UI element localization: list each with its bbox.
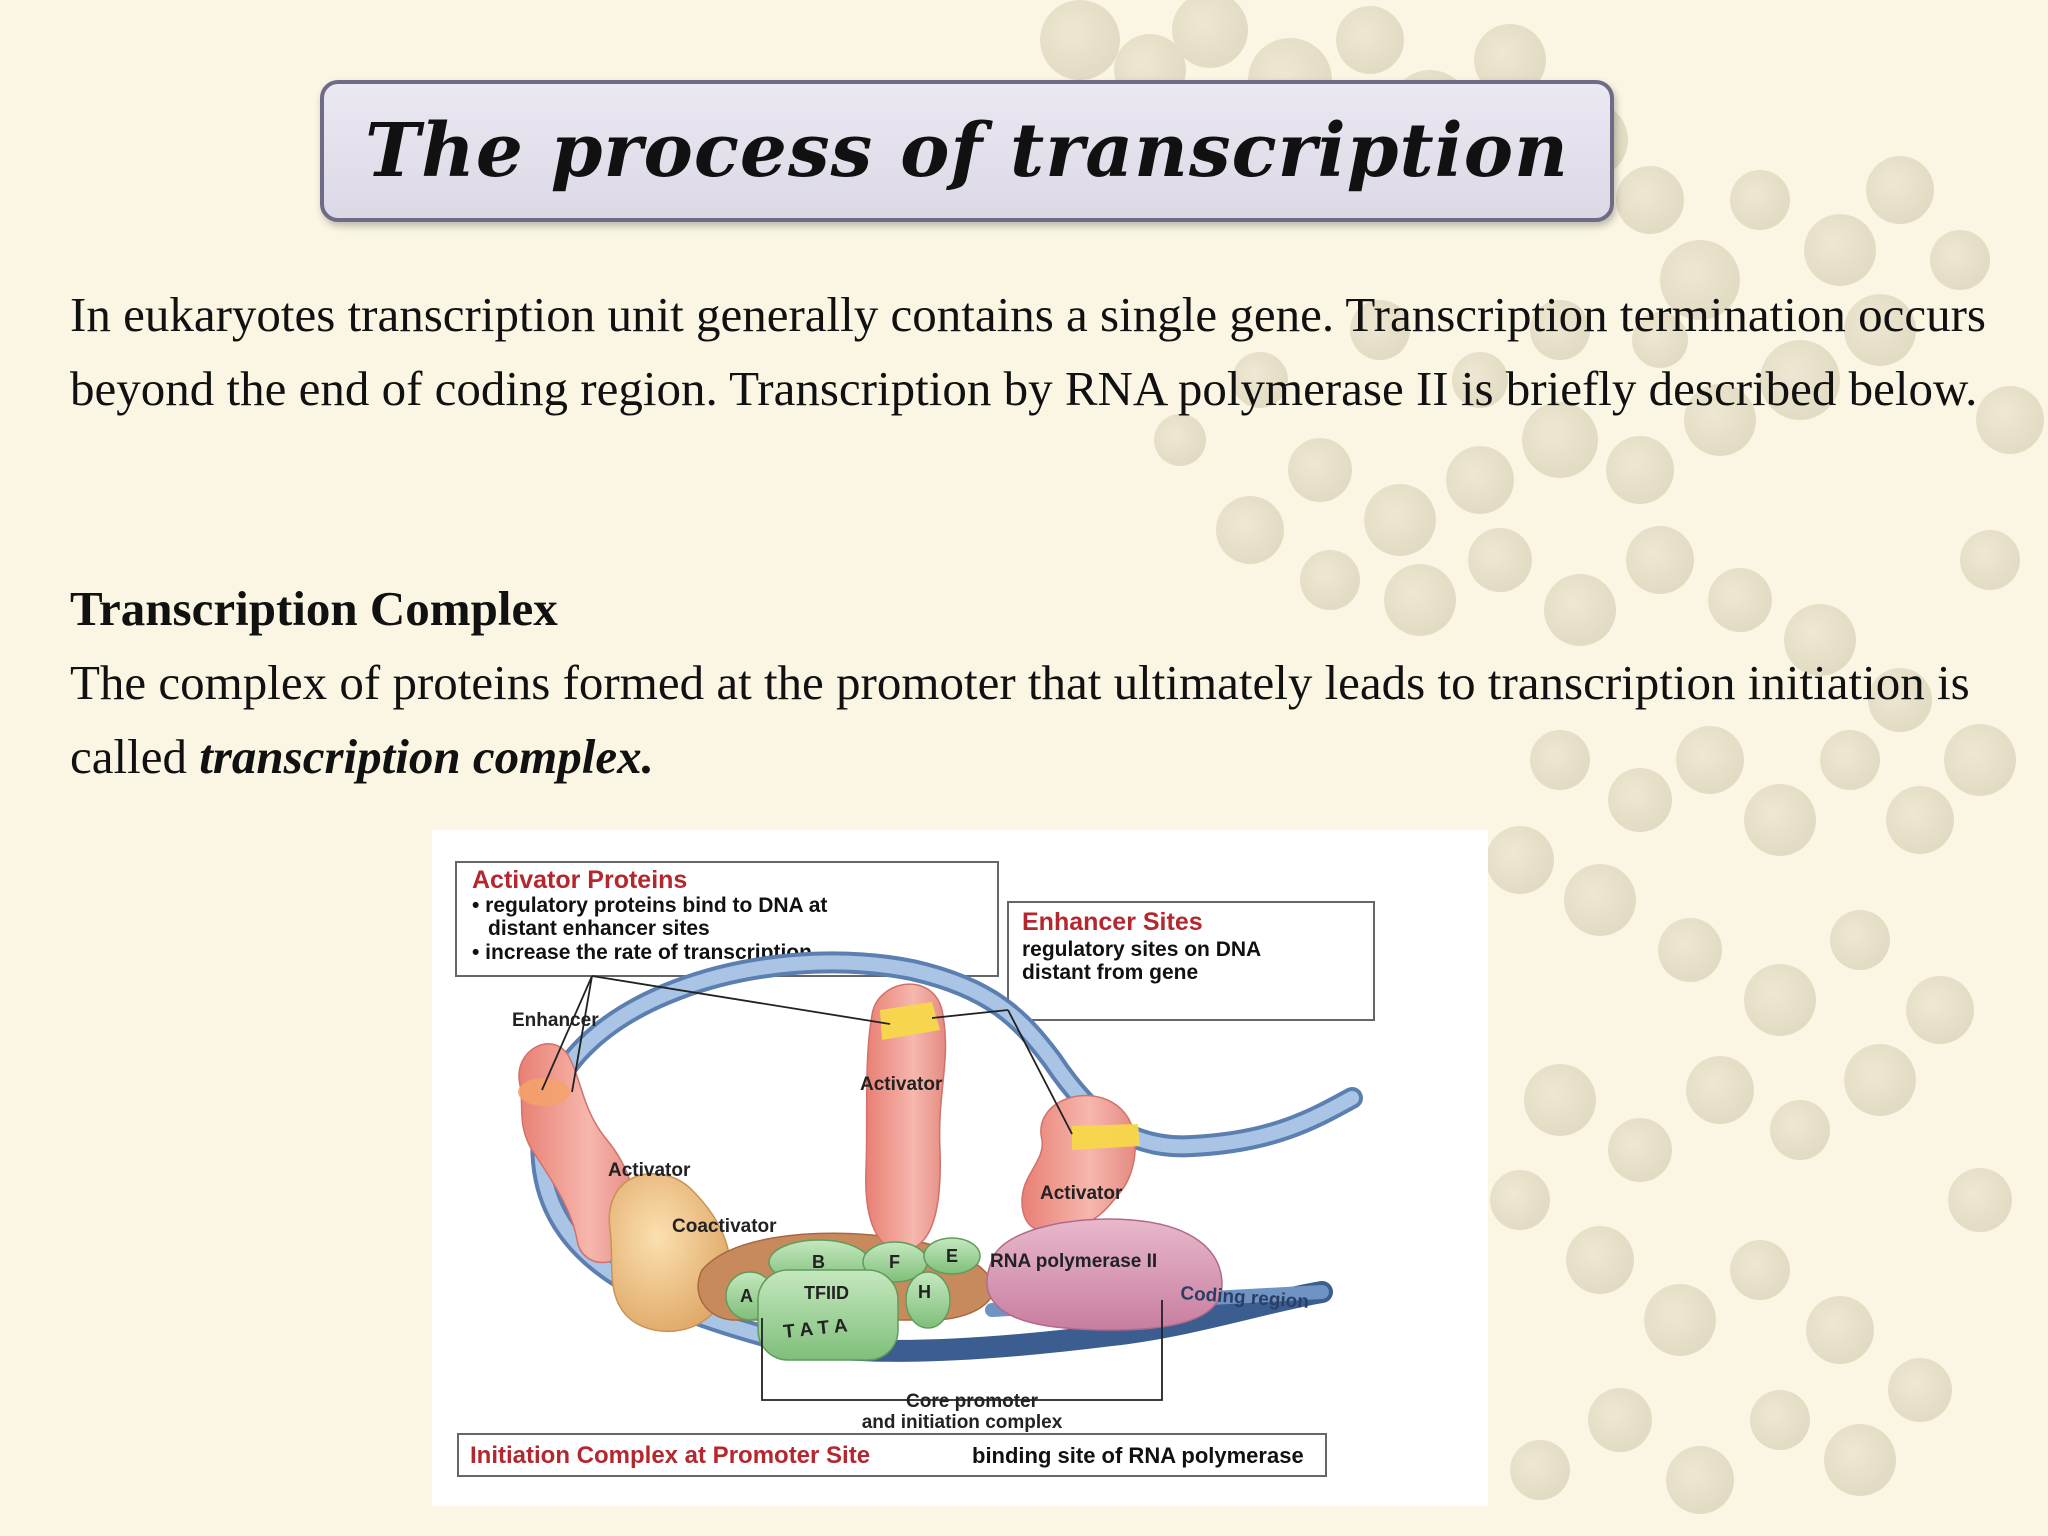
activator-center-shape <box>865 983 947 1251</box>
label-activator-right: Activator <box>1040 1183 1123 1204</box>
title-banner: The process of transcription <box>320 80 1614 222</box>
factor-h-shape <box>905 1271 951 1329</box>
caption-heading: Initiation Complex at Promoter Site <box>470 1442 870 1469</box>
enhancer-site-center <box>880 1002 940 1040</box>
enhancer-sites-box: Enhancer Sites regulatory sites on DNA d… <box>1007 901 1375 1021</box>
general-transcription-factors <box>725 1237 981 1361</box>
enhancer-box-heading: Enhancer Sites <box>1022 908 1203 936</box>
label-activator-left: Activator <box>608 1160 691 1181</box>
label-core-promoter-line1: Core promoter <box>906 1391 1039 1412</box>
pointer-lines <box>541 975 1163 1401</box>
activator-proteins-box: Activator Proteins • regulatory proteins… <box>455 861 999 977</box>
label-factor-b: B <box>812 1252 825 1272</box>
label-factor-e: E <box>946 1246 958 1266</box>
enhancer-site-right <box>1072 1124 1140 1150</box>
slide-title: The process of transcription <box>365 108 1569 194</box>
label-factor-f: F <box>889 1252 900 1272</box>
initiation-complex-caption: Initiation Complex at Promoter Site bind… <box>457 1433 1327 1477</box>
label-enhancer: Enhancer <box>512 1010 599 1031</box>
caption-text: binding site of RNA polymerase <box>972 1443 1304 1468</box>
label-factor-h: H <box>918 1282 931 1302</box>
rna-polymerase-shape <box>986 1218 1223 1331</box>
activator-box-heading: Activator Proteins <box>472 866 687 894</box>
intro-paragraph: In eukaryotes transcription unit general… <box>70 287 1986 416</box>
activator-right-shape <box>1021 1094 1136 1231</box>
section-body: The complex of proteins formed at the pr… <box>70 646 1970 794</box>
tfiid-shape <box>757 1269 899 1361</box>
enhancer-box-line1: regulatory sites on DNA <box>1022 938 1261 961</box>
activator-box-bullet1-line1: • regulatory proteins bind to DNA at <box>472 894 827 917</box>
enhancer-site-left <box>518 1078 570 1106</box>
label-core-promoter-line2: and initiation complex <box>862 1412 1063 1433</box>
enhancer-box-line2: distant from gene <box>1022 961 1198 984</box>
section-body-text: The complex of proteins formed at the pr… <box>70 655 1970 784</box>
dna-strand-highlight <box>534 955 1359 1345</box>
section-heading: Transcription Complex <box>70 581 558 636</box>
activator-box-bullet2: • increase the rate of transcription <box>472 941 812 964</box>
label-factor-a: A <box>740 1286 753 1306</box>
section-body-emphasis: transcription complex. <box>199 729 654 784</box>
label-coactivator: Coactivator <box>672 1216 777 1237</box>
label-activator-center: Activator <box>860 1074 943 1095</box>
activator-box-bullet1-line2: distant enhancer sites <box>488 917 710 940</box>
transcription-complex-diagram: Activator Proteins • regulatory proteins… <box>432 830 1488 1506</box>
diagram-svg: Activator Proteins • regulatory proteins… <box>455 861 1375 1477</box>
factor-e-shape <box>923 1237 981 1275</box>
label-rna-polymerase: RNA polymerase II <box>990 1251 1157 1272</box>
label-tfiid: TFIID <box>804 1283 849 1303</box>
